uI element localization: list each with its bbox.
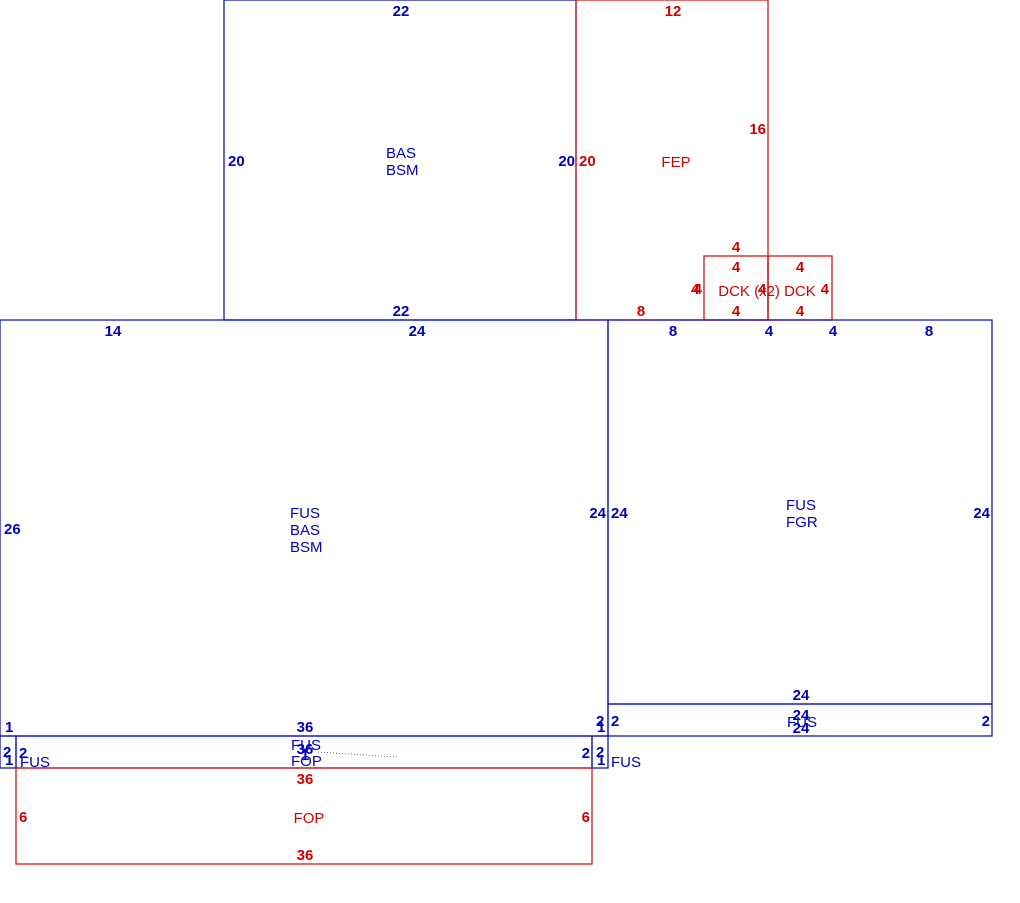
strip-right-code: FUS <box>787 714 817 731</box>
main-left-code-3: BSM <box>290 539 323 556</box>
strip-right-bottom-dim: 24 <box>793 720 810 737</box>
small-box-right-side-dim: 2 <box>596 713 604 730</box>
small-box-left-bottom-dim: 1 <box>5 752 13 769</box>
fus-tag-left: FUS <box>20 754 50 771</box>
fep-top-dim: 12 <box>665 3 682 20</box>
small-box-left-side-dim: 2 <box>3 744 11 761</box>
leader-line <box>317 751 399 758</box>
dck-label: DCK (x2) DCK <box>718 283 816 300</box>
small-box-right-top-dim: 1 <box>597 719 605 736</box>
small-box-left-top-dim: 1 <box>5 719 13 736</box>
dck-right-right-dim: 4 <box>821 281 830 298</box>
strip-bottom-right-dim: 2 <box>582 745 590 762</box>
dck-left-right-dim: 4 <box>694 281 703 298</box>
strip-bottom-code-1: FUS <box>291 737 321 754</box>
small-box-right-bottom-dim: 1 <box>597 752 605 769</box>
fep-bottom-dim: 8 <box>637 303 645 320</box>
strip-bottom-code-2: FOP <box>291 753 322 770</box>
strip-bottom-small-dim: 1 <box>301 747 309 764</box>
strip-bottom-top-dim: 36 <box>297 741 314 758</box>
fop-right-dim: 6 <box>582 809 590 826</box>
small-box-right-outline <box>591 735 609 769</box>
main-right-code-2: FGR <box>786 514 818 531</box>
main-left-code-2: BAS <box>290 522 320 539</box>
main-right-right-dim: 24 <box>973 505 990 522</box>
dck-right-top-dim: 4 <box>796 259 805 276</box>
fep-code: FEP <box>661 154 690 171</box>
main-left-top-mid-dim: 24 <box>409 323 426 340</box>
small-box-left-outline <box>0 735 17 769</box>
fep-right-dim: 16 <box>749 121 766 138</box>
strip-right-top-dim: 24 <box>793 707 810 724</box>
bas-upper-code-2: BSM <box>386 162 419 179</box>
bas-upper-right-dim: 20 <box>558 153 575 170</box>
bas-upper-top-dim: 22 <box>393 3 410 20</box>
fop-code: FOP <box>294 810 325 827</box>
main-right-top-d-dim: 8 <box>925 323 933 340</box>
main-left-bottom-dim: 36 <box>297 719 314 736</box>
dck-right-bottom-dim: 4 <box>796 303 805 320</box>
strip-right-outline <box>607 703 993 737</box>
dck-right-left-dim: 4 <box>758 281 767 298</box>
bas-upper-bottom-dim: 22 <box>393 303 410 320</box>
fep-left-dim: 20 <box>579 153 596 170</box>
main-left-code-1: FUS <box>290 505 320 522</box>
main-left-right-dim: 24 <box>589 505 606 522</box>
main-right-top-b-dim: 4 <box>765 323 774 340</box>
dck-left-left-dim: 4 <box>691 281 700 298</box>
fop-outline <box>15 767 593 865</box>
main-left-left-dim: 26 <box>4 521 21 538</box>
dck-left-bottom-dim: 4 <box>732 303 741 320</box>
bas-upper-left-dim: 20 <box>228 153 245 170</box>
strip-right-right-dim: 2 <box>982 713 990 730</box>
bas-upper-code-1: BAS <box>386 145 416 162</box>
strip-bottom-left-dim: 2 <box>19 745 27 762</box>
main-right-bottom-dim: 24 <box>793 687 810 704</box>
dck-left-top-dim: 4 <box>732 259 741 276</box>
fus-tag-right: FUS <box>611 754 641 771</box>
small-box-right-side-dim-2: 2 <box>596 744 604 761</box>
dck-above-dim: 4 <box>732 239 741 256</box>
fop-top-dim: 36 <box>297 771 314 788</box>
main-right-top-c-dim: 4 <box>829 323 838 340</box>
main-right-top-a-dim: 8 <box>669 323 677 340</box>
fop-bottom-dim: 36 <box>297 847 314 864</box>
strip-right-left-dim: 2 <box>611 713 619 730</box>
main-right-code-1: FUS <box>786 497 816 514</box>
fop-left-dim: 6 <box>19 809 27 826</box>
main-right-left-dim: 24 <box>611 505 628 522</box>
main-left-top-left-dim: 14 <box>105 323 122 340</box>
